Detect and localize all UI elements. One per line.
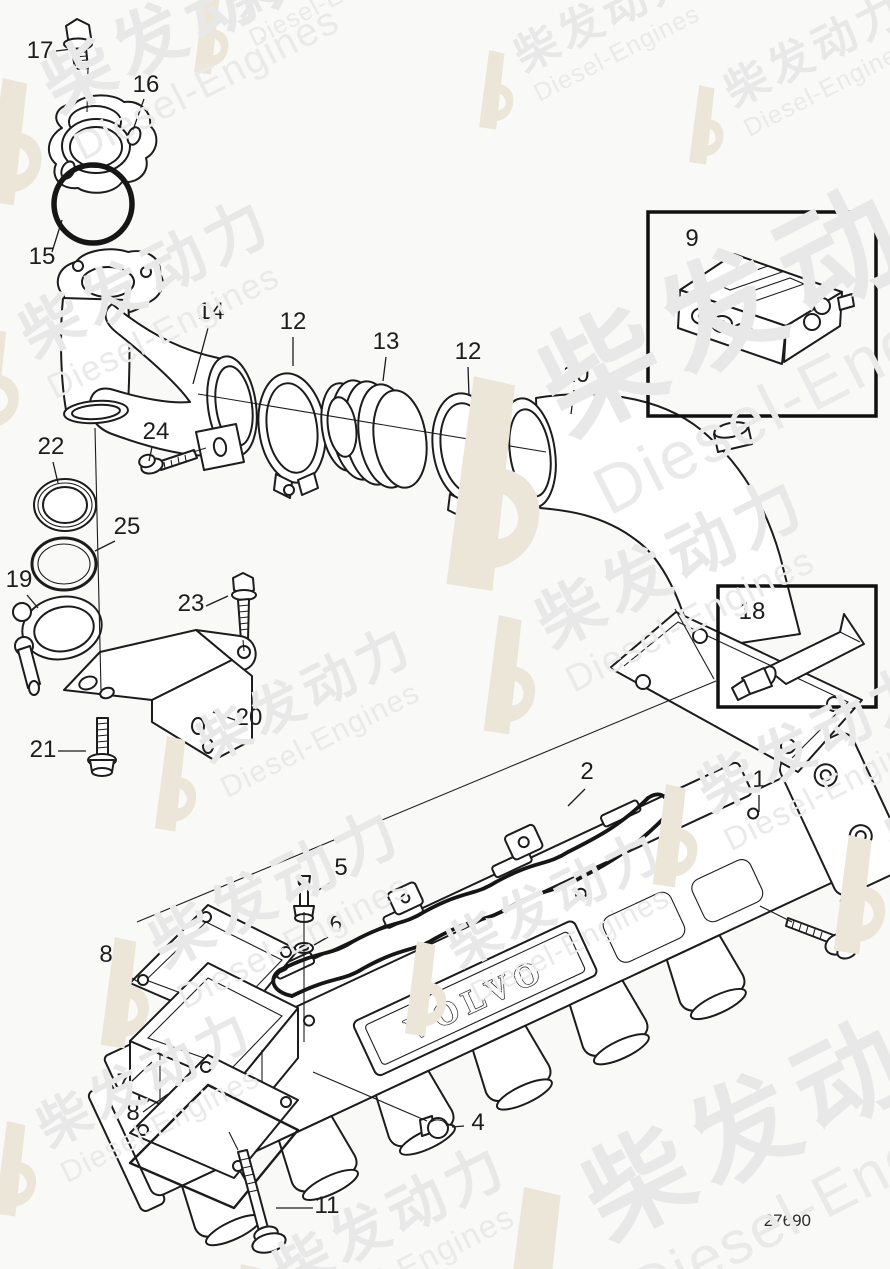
callout-23: 23: [178, 590, 205, 617]
callout-5: 5: [334, 854, 347, 881]
callout-22: 22: [38, 433, 65, 460]
callout-13: 13: [373, 328, 400, 355]
inset-box-9: [646, 210, 878, 418]
callout-8b: 8: [126, 1099, 139, 1126]
part-sensor-block-9: [677, 253, 855, 365]
inset-box-18: [716, 584, 878, 709]
callout-8a: 8: [99, 941, 112, 968]
callout-24: 24: [143, 418, 170, 445]
drawing-number: 27690: [764, 1211, 811, 1230]
part-housing-flange: [129, 1054, 299, 1179]
callout-11: 11: [315, 1192, 340, 1219]
callout-labels: 17 16 15 14 12 13 12 10 9 22 24 25 19 23…: [6, 37, 852, 1219]
callout-20: 20: [236, 704, 263, 731]
part-plug-4: [419, 1115, 449, 1139]
callout-6: 6: [329, 911, 342, 938]
callout-12b: 12: [455, 338, 482, 365]
part-bolt-17: [63, 18, 93, 70]
part-bolt-23: [231, 572, 257, 641]
callout-2: 2: [580, 758, 593, 785]
callout-19: 19: [6, 566, 33, 593]
callout-9: 9: [685, 225, 698, 252]
part-gasket-lower: [128, 1083, 300, 1210]
part-elbow-pipe-10: [499, 393, 863, 773]
part-bolt-24: [138, 449, 198, 475]
part-bellows-13: [320, 379, 428, 489]
callout-21: 21: [30, 736, 57, 763]
part-seal-ring-22: [33, 478, 97, 532]
part-vband-clamp-19: [12, 595, 103, 696]
callout-4: 4: [471, 1109, 484, 1136]
callout-25: 25: [114, 513, 141, 540]
callout-17: 17: [27, 37, 54, 64]
part-bolt-11: [237, 1149, 287, 1254]
callout-3: 3: [838, 893, 851, 920]
callout-18: 18: [739, 598, 766, 625]
callout-12a: 12: [280, 308, 307, 335]
part-oring-15: [51, 162, 135, 246]
callout-14: 14: [198, 298, 225, 325]
part-sealant-tube-18: [731, 613, 865, 701]
part-bolt-3: [785, 917, 858, 960]
callout-1: 1: [752, 766, 765, 793]
callout-7: 7: [116, 1069, 129, 1096]
part-clamp-12a: [250, 367, 334, 499]
part-bolt-21: [87, 717, 117, 777]
part-seal-ring-25: [30, 536, 98, 592]
callout-10: 10: [563, 361, 590, 388]
part-elbow-pipe-14: [56, 248, 258, 471]
part-bracket-20: [63, 629, 257, 761]
callout-16: 16: [133, 71, 160, 98]
part-clamp-12b: [424, 387, 508, 519]
leader-lines: [26, 47, 844, 1209]
callout-15: 15: [29, 243, 56, 270]
